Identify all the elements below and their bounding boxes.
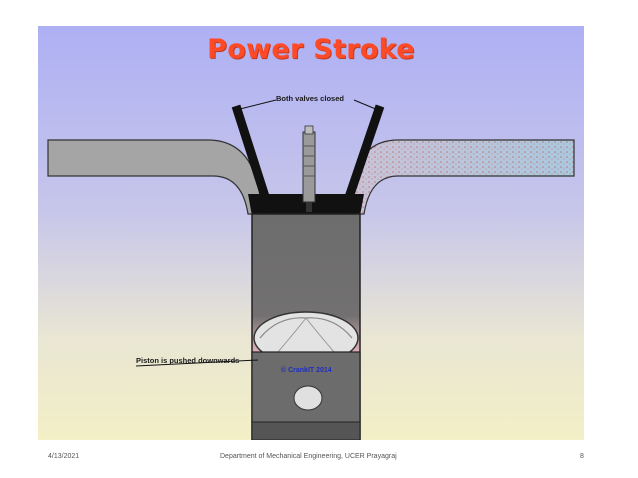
valve-label-pointer: [235, 99, 379, 111]
exhaust-particles: [350, 140, 574, 214]
copyright-label: © CrankIT 2014: [281, 367, 332, 374]
footer-page-number: 8: [580, 453, 584, 460]
intake-port: [47, 139, 261, 215]
piston-label: Piston is pushed downwards: [136, 356, 240, 365]
spark-plug: [302, 131, 316, 203]
slide-title: Power Stroke: [207, 34, 415, 65]
exhaust-valve: [339, 104, 385, 214]
footer-date: 4/13/2021: [48, 453, 80, 460]
intake-valve: [231, 104, 275, 214]
piston-pin: [293, 385, 323, 411]
footer-department: Department of Mechanical Engineering, UC…: [220, 453, 397, 460]
valves-label: Both valves closed: [276, 94, 344, 103]
engine-diagram: [47, 99, 575, 440]
piston-label-pointer: [135, 359, 259, 367]
slide-canvas: Power Stroke: [38, 26, 584, 440]
